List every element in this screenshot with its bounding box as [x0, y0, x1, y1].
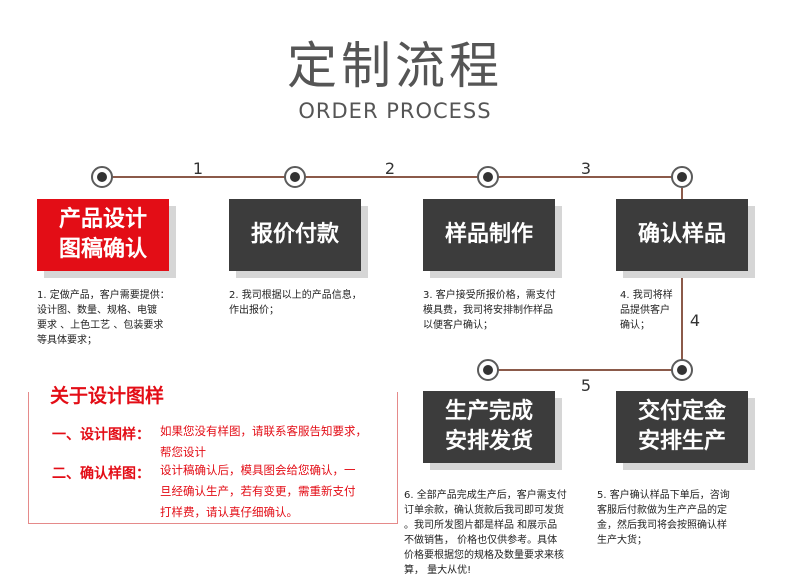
step-box-delivery: 生产完成 安排发货 — [423, 391, 555, 463]
step-title-line1: 报价付款 — [250, 222, 339, 247]
about-item2-text: 设计稿确认后，模具图会给您确认，一 旦经确认生产，若有变更，需重新支付 打样费，… — [160, 463, 356, 519]
step-title-line2: 安排发货 — [444, 429, 533, 454]
step-number-3: 3 — [580, 159, 592, 178]
step-title-line1: 生产完成 — [444, 399, 533, 424]
step-title-line2: 安排生产 — [637, 429, 726, 454]
flow-node-2 — [284, 166, 306, 188]
step-description-6: 6. 全部产品完成生产后，客户需支付 订单余款，确认货款后我司即可发货 。我司所… — [404, 490, 567, 576]
page-subtitle: ORDER PROCESS — [298, 99, 492, 123]
about-item1-label: 一、设计图样： — [52, 427, 150, 443]
step-box-confirm: 确认样品 — [616, 199, 748, 271]
about-item2-label: 二、确认样图： — [52, 466, 150, 482]
about-design-panel — [28, 392, 398, 524]
step-title-line1: 交付定金 — [637, 399, 726, 424]
page-title: 定制流程 — [287, 37, 503, 95]
step-box-deposit: 交付定金 安排生产 — [616, 391, 748, 463]
step-title-line1: 样品制作 — [444, 222, 533, 247]
step-number-2: 2 — [384, 159, 396, 178]
about-item1-text: 如果您没有样图，请联系客服告知要求， 帮您设计 — [160, 424, 367, 459]
step-description-2: 2. 我司根据以上的产品信息， 作出报价； — [229, 290, 362, 316]
flow-node-1 — [91, 166, 113, 188]
step-title-line2: 图稿确认 — [58, 237, 147, 262]
step-number-1: 1 — [192, 159, 204, 178]
step-number-4: 4 — [689, 311, 701, 330]
step-description-1: 1. 定做产品，客户需要提供： 设计图、数量、规格、电镀 要求 、上色工艺 、包… — [37, 290, 170, 346]
flow-node-6 — [477, 359, 499, 381]
flow-node-3 — [477, 166, 499, 188]
step-description-5: 5. 客户确认样品下单后，咨询 客服后付款做为生产产品的定 金，然后我司将会按照… — [597, 490, 730, 546]
step-description-4: 4. 我司将样 品提供客户 确认； — [620, 290, 673, 331]
about-design-title: 关于设计图样 — [42, 381, 173, 408]
step-title-line1: 确认样品 — [637, 222, 726, 247]
step-title-line1: 产品设计 — [58, 207, 147, 232]
step-box-quote: 报价付款 — [229, 199, 361, 271]
step-box-design: 产品设计 图稿确认 — [37, 199, 169, 271]
step-number-5: 5 — [580, 376, 592, 395]
step-box-sample: 样品制作 — [423, 199, 555, 271]
flow-node-4 — [671, 166, 693, 188]
flow-node-5 — [671, 359, 693, 381]
step-description-3: 3. 客户接受所报价格，需支付 模具费，我司将安排制作样品 以便客户确认； — [423, 290, 556, 331]
